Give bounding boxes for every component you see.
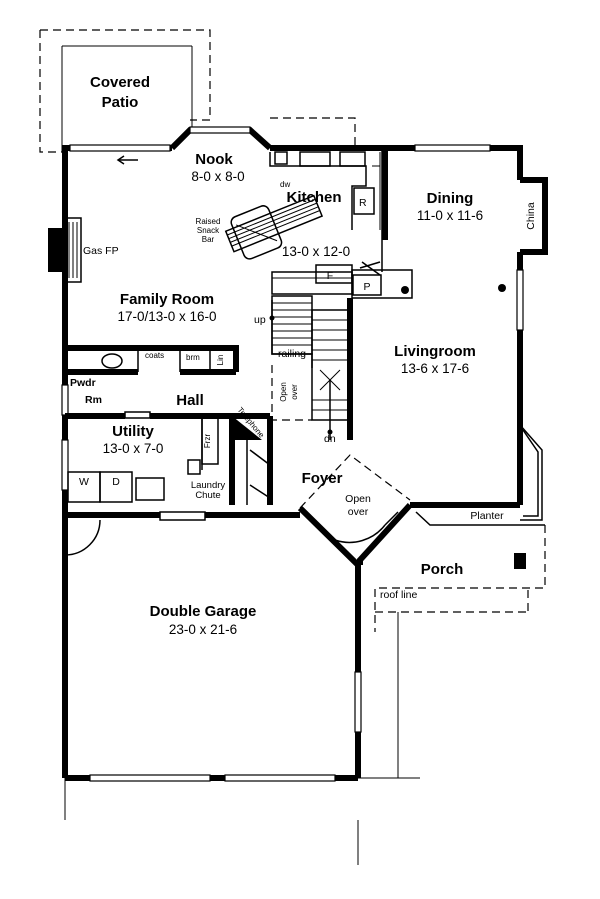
porch-name: Porch	[421, 561, 464, 578]
utility-dim: 13-0 x 7-0	[103, 441, 164, 456]
garage-dim: 23-0 x 21-6	[169, 622, 237, 637]
covered-patio-outline	[39, 29, 211, 153]
kitchen-dim: 13-0 x 12-0	[282, 244, 350, 259]
dishwasher-label: dw	[280, 180, 290, 189]
stairs	[271, 295, 353, 440]
gas-fireplace-label: Gas FP	[83, 245, 119, 257]
snack-bar-label-1: Raised	[196, 217, 221, 226]
foyer-open-over-1: Open	[345, 493, 371, 505]
patio-name-1: Covered	[90, 74, 150, 91]
livingroom-dim: 13-6 x 17-6	[401, 361, 469, 376]
dryer-label: D	[112, 476, 120, 488]
patio-name-2: Patio	[102, 94, 139, 111]
foyer-open-over-2: over	[348, 506, 369, 518]
interior-walls	[64, 155, 411, 556]
washer-label: W	[79, 476, 89, 488]
coats-label: coats	[145, 351, 164, 360]
nook-dim: 8-0 x 8-0	[191, 169, 244, 184]
livingroom-name: Livingroom	[394, 343, 476, 360]
broom-label: brm	[186, 353, 200, 362]
planter-label: Planter	[470, 510, 504, 522]
powder-room-label-1: Pwdr	[70, 377, 96, 389]
pantry-label: P	[363, 281, 370, 293]
windows	[61, 126, 524, 782]
kitchen-name: Kitchen	[286, 189, 341, 206]
kitchen-counters	[269, 148, 506, 299]
snack-bar	[224, 194, 324, 260]
dining-dim: 11-0 x 11-6	[417, 208, 483, 223]
snack-bar-label-3: Bar	[202, 235, 215, 244]
stair-open-over-2: over	[290, 384, 299, 400]
fireplace	[48, 217, 82, 283]
stairs-down-label: dn	[324, 433, 336, 445]
garage-name: Double Garage	[150, 603, 257, 620]
family-room-dim: 17-0/13-0 x 16-0	[117, 309, 216, 324]
foyer-name: Foyer	[302, 470, 343, 487]
linen-label: Lin	[216, 355, 225, 366]
dining-name: Dining	[427, 190, 474, 207]
porch-roof-lines	[64, 525, 546, 865]
stairs-up-label: up	[254, 314, 266, 326]
freezer-label: Frzr	[203, 434, 212, 449]
stair-open-over-1: Open	[279, 382, 288, 402]
powder-room-label-2: Rm	[85, 394, 102, 406]
refrigerator-label: R	[359, 197, 367, 209]
roof-line-label: roof line	[380, 589, 418, 601]
kitchen-roof-dash	[270, 117, 356, 148]
china-label: China	[525, 202, 537, 230]
hall-name: Hall	[176, 392, 204, 409]
family-room-name: Family Room	[120, 291, 214, 308]
snack-bar-label-2: Snack	[197, 226, 220, 235]
laundry-chute-label-1: Laundry	[191, 480, 226, 491]
freezer-f-label: F	[327, 270, 333, 282]
utility-name: Utility	[112, 423, 154, 440]
railing-label: railing	[278, 348, 306, 360]
laundry-chute-label-2: Chute	[195, 490, 220, 501]
nook-name: Nook	[195, 151, 233, 168]
